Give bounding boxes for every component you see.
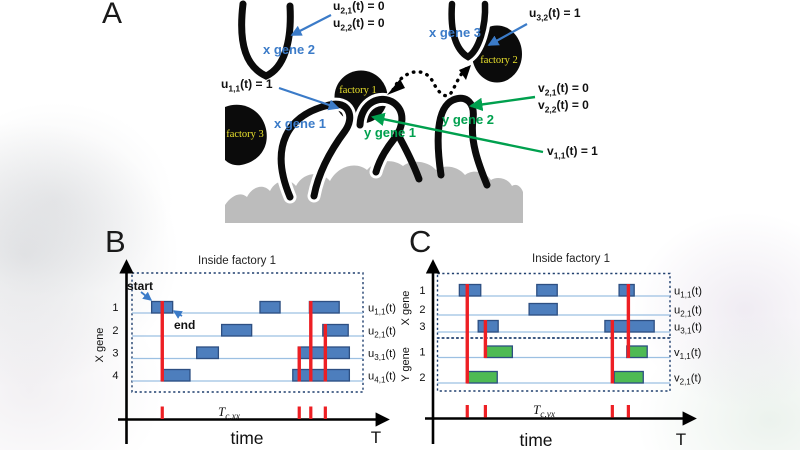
transcription-pulse xyxy=(528,302,558,316)
signal-label: u3,1(t) xyxy=(368,348,396,362)
transcription-pulse xyxy=(322,323,349,337)
critical-time-label: Tc,xx xyxy=(218,404,241,422)
y-gene-2-loop xyxy=(434,94,491,189)
signal-label: u2,1(t) xyxy=(674,305,702,319)
chromatin-mass xyxy=(225,161,523,223)
gene-row-number: 1 xyxy=(112,302,118,314)
factory-2-label: factory 2 xyxy=(480,55,518,66)
end-annotation: end xyxy=(174,318,195,332)
transcription-pulse xyxy=(536,283,558,297)
start-annotation: start xyxy=(127,279,153,293)
signal-label: v1,1(t) xyxy=(674,347,702,361)
y-gene-1-loop xyxy=(356,95,406,176)
transcription-pulse xyxy=(458,283,482,297)
plot-border xyxy=(436,337,671,392)
v11-arrow xyxy=(371,112,544,154)
u11-arrow xyxy=(278,86,340,111)
x-gene-2-label: x gene 2 xyxy=(263,42,316,57)
gene-row-number: 1 xyxy=(419,285,425,297)
transcription-pulse xyxy=(259,300,281,314)
panel-b-label: B xyxy=(105,224,126,259)
v2-equations: v2,1(t) = 0 v2,2(t) = 0 xyxy=(538,82,589,117)
signal-label: u3,1(t) xyxy=(674,322,702,336)
u32-arrow xyxy=(487,23,528,46)
signal-label: u2,1(t) xyxy=(368,326,396,340)
transcription-pulse xyxy=(292,368,351,382)
factory-3-label: factory 3 xyxy=(226,129,264,140)
v22-label: v2,2(t) = 0 xyxy=(538,98,589,115)
transcription-pulse xyxy=(196,346,220,360)
panel-a-label: A xyxy=(102,0,123,30)
transcription-pulse xyxy=(466,370,498,384)
u21-label: u2,1(t) = 0 xyxy=(333,0,385,16)
end-annotation-arrow xyxy=(172,310,183,319)
dotted-arrowhead-left xyxy=(387,79,405,95)
signal-label: u4,1(t) xyxy=(368,371,396,385)
critical-time-label: Tc,yx xyxy=(533,402,556,420)
factory-1-label: factory 1 xyxy=(339,85,377,96)
transcription-pulse xyxy=(613,370,644,384)
y-gene-1-label: y gene 1 xyxy=(364,125,417,140)
x-gene-1-label: x gene 1 xyxy=(274,116,327,131)
gene-group-label: Y gene xyxy=(400,347,412,382)
transcription-pulse xyxy=(477,319,499,333)
transcription-pulse xyxy=(484,345,514,359)
signal-label: u1,1(t) xyxy=(368,303,396,317)
chart-title: Inside factory 1 xyxy=(532,253,610,265)
x-gene-3-loop xyxy=(448,0,489,61)
u22-label: u2,2(t) = 0 xyxy=(333,16,385,33)
x-gene-2-loop xyxy=(238,0,294,80)
start-annotation-arrow xyxy=(140,291,153,301)
transcription-pulse xyxy=(618,283,635,297)
chart-title: Inside factory 1 xyxy=(198,255,276,267)
u11-label: u1,1(t) = 1 xyxy=(221,77,273,94)
dotted-arrowhead-right xyxy=(459,65,471,80)
v11-label: v1,1(t) = 1 xyxy=(547,144,598,161)
v21-label: v2,1(t) = 0 xyxy=(538,81,589,98)
gene-row-number: 2 xyxy=(112,325,118,337)
y-gene-1-loop-leg xyxy=(393,129,423,183)
u21-arrow xyxy=(290,14,332,36)
x-gene-1-loop xyxy=(277,100,354,201)
v2-arrow xyxy=(469,95,536,112)
gene-row-number: 2 xyxy=(419,304,425,316)
u2-equations: u2,1(t) = 0 u2,2(t) = 0 xyxy=(333,0,385,35)
gene-group-label: X gene xyxy=(400,291,412,326)
signal-label: u1,1(t) xyxy=(674,286,702,300)
gene-group-label: X gene xyxy=(94,328,106,363)
panel-c-label: C xyxy=(409,224,431,259)
x-gene-3-label: x gene 3 xyxy=(429,25,482,40)
transcription-pulse xyxy=(220,323,253,337)
u32-label: u3,2(t) = 1 xyxy=(529,6,581,23)
y-gene-2-label: y gene 2 xyxy=(442,112,495,127)
time-axis-label: time xyxy=(230,428,263,448)
factory-interaction-dotted-arrow xyxy=(391,66,469,98)
gene-row-number: 4 xyxy=(112,370,118,382)
factory-3-blob xyxy=(225,104,267,166)
time-horizon-label: T xyxy=(676,430,686,449)
gene-row-number: 2 xyxy=(419,372,425,384)
gene-row-number: 3 xyxy=(112,348,118,360)
gene-row-number: 1 xyxy=(419,347,425,359)
time-horizon-label: T xyxy=(371,428,381,447)
plot-border xyxy=(131,272,364,393)
time-axis-label: time xyxy=(519,430,552,450)
gene-row-number: 3 xyxy=(419,321,425,333)
signal-label: v2,1(t) xyxy=(674,373,702,387)
